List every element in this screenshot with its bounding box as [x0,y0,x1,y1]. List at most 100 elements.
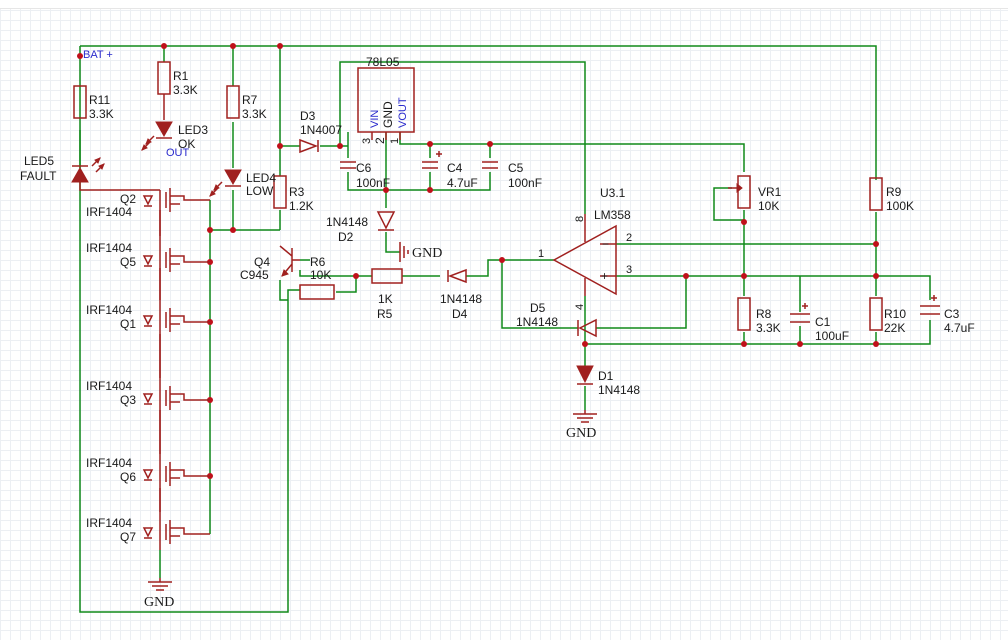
r5-value: 1K [378,292,393,306]
led5-value: FAULT [20,169,57,183]
resistor-r11[interactable] [73,85,87,119]
transistor-q4[interactable] [279,245,300,277]
resistor-r9[interactable] [869,177,883,211]
gnd-label-bottom: GND [144,595,174,610]
d5-ref: D5 [530,301,546,315]
led-led3[interactable] [141,121,173,151]
c3-value: 4.7uF [944,321,975,335]
led5-ref: LED5 [24,154,54,168]
d3-ref: D3 [300,109,316,123]
r11-ref: R11 [89,93,110,107]
d3-value: 1N4007 [300,123,342,137]
resistor-r5[interactable] [371,268,403,284]
diode-d2[interactable] [376,211,396,231]
diode-d5[interactable] [577,318,597,338]
r10-ref: R10 [884,307,906,321]
net-label-ok-out: OUT [166,147,190,159]
q7-ref: Q7 [120,530,136,544]
gnd-label-mid: GND [412,246,442,261]
opamp-ref: U3.1 [600,186,626,200]
c1-value: 100uF [815,329,849,343]
q4-value: C945 [240,268,269,282]
r8-ref: R8 [756,307,772,321]
potentiometer-vr1[interactable] [728,175,751,209]
c5-value: 100nF [508,176,542,190]
diode-d3[interactable] [299,138,319,154]
diode-d4[interactable] [447,268,467,284]
r3-value: 1.2K [289,199,314,213]
q2-value: IRF1404 [86,205,132,219]
junctions [77,43,879,479]
q6-ref: Q6 [120,470,136,484]
r7-value: 3.3K [242,107,267,121]
top-toolbar-edge [0,0,1008,9]
mosfet-q6[interactable] [142,462,210,486]
regulator-pin-number-2: 2 [373,137,387,144]
c4-value: 4.7uF [447,176,478,190]
q3-ref: Q3 [120,393,136,407]
vr1-ref: VR1 [758,185,782,199]
r6-ref: R6 [310,255,326,269]
r10-value: 22K [884,321,905,335]
c6-ref: C6 [356,161,372,175]
opamp-pin-3: 3 [626,264,632,276]
q5-value: IRF1404 [86,241,132,255]
resistor-r10[interactable] [869,297,883,331]
opamp-minus-sign: − [602,237,609,251]
r7-ref: R7 [242,93,258,107]
r9-ref: R9 [886,185,902,199]
r1-ref: R1 [173,69,189,83]
opamp-plus-sign: + [601,269,608,283]
gnd-label-left: GND [566,426,596,441]
resistor-r1[interactable] [157,61,171,120]
opamp-pin-2: 2 [626,232,632,244]
regulator-78l05[interactable] [357,67,415,140]
regulator-pin-number-1: 1 [389,138,401,144]
led4-value: LOW [246,184,274,198]
led3-ref: LED3 [178,123,208,137]
capacitor-c6[interactable] [340,161,356,169]
r6-value: 10K [310,268,331,282]
mosfet-q5[interactable] [142,248,210,272]
c6-value: 100nF [356,176,390,190]
d1-ref: D1 [598,369,614,383]
regulator-pin-number-3: 3 [361,138,373,144]
d2-value: 1N4148 [326,215,368,229]
led-led4[interactable] [209,169,242,197]
capacitor-c1[interactable] [790,303,810,323]
d1-value: 1N4148 [598,383,640,397]
opamp-lm358[interactable] [552,214,617,296]
opamp-pin-8: 8 [574,216,586,222]
resistor-r8[interactable] [737,297,751,331]
resistor-r7[interactable] [226,85,240,119]
q5-ref: Q5 [120,255,136,269]
mosfet-q2[interactable] [142,188,210,212]
gnd-symbol-d1 [573,410,597,423]
regulator-pin-vout: VOUT [397,97,409,128]
mosfet-q7[interactable] [142,520,210,544]
mosfet-chain [79,182,161,550]
mosfet-q3[interactable] [142,386,210,410]
led4-ref: LED4 [246,171,276,185]
d4-ref: D4 [452,307,468,321]
resistor-r3[interactable] [273,175,287,209]
regulator-pin-vin: VIN [369,110,381,128]
resistor-r6[interactable] [299,284,335,300]
mosfet-q1[interactable] [142,308,210,332]
d2-ref: D2 [338,230,354,244]
diode-d1[interactable] [576,365,594,385]
opamp-pin-4: 4 [574,304,586,310]
capacitor-c3[interactable] [920,295,940,315]
q4-ref: Q4 [254,255,270,269]
r3-ref: R3 [289,185,305,199]
gnd-symbol-bottom [148,578,172,591]
q2-ref: Q2 [120,192,136,206]
opamp-pin-1: 1 [538,248,544,260]
c4-ref: C4 [447,161,463,175]
d5-value: 1N4148 [516,315,558,329]
capacitor-c4[interactable] [422,151,442,169]
led-led5[interactable] [71,157,105,183]
capacitor-c5[interactable] [482,161,498,169]
